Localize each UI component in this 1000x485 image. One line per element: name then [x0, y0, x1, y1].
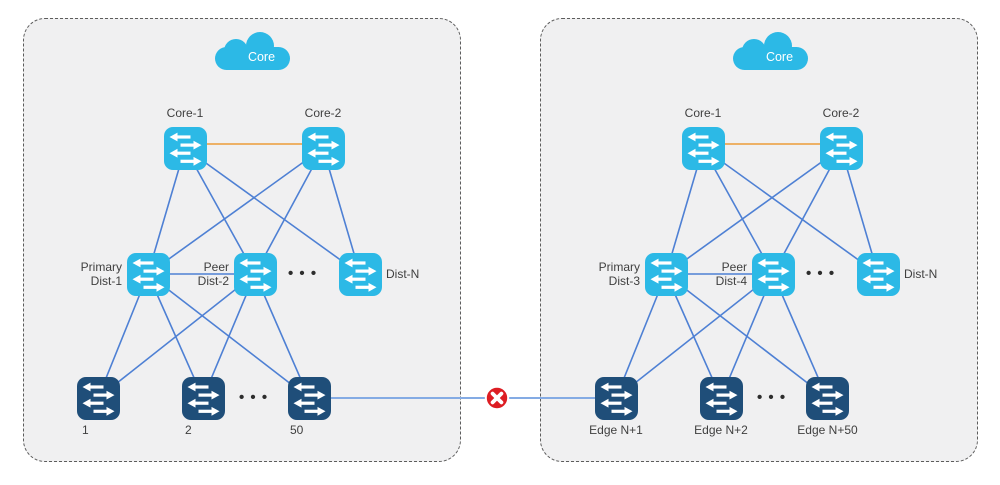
right-edge-n50-label: Edge N+50: [797, 423, 858, 437]
left-core-1-label: Core-1: [166, 106, 204, 120]
left-edge-2-switch-icon: [181, 376, 225, 420]
left-core-2-switch-icon: [301, 126, 345, 170]
left-primary-dist-label: Primary Dist-1: [80, 260, 122, 288]
left-peer-dist-switch-icon: [233, 252, 277, 296]
right-edge-n1-switch-icon: [594, 376, 638, 420]
left-core-1-switch-icon: [163, 126, 207, 170]
left-edge-2-label: 2: [185, 423, 192, 437]
right-core-2-switch-icon: [819, 126, 863, 170]
left-edge-1-label: 1: [82, 423, 89, 437]
left-core-cloud-label: Core: [247, 50, 276, 64]
right-peer-dist-label: Peer Dist-4: [715, 260, 747, 288]
right-core-1-label: Core-1: [684, 106, 722, 120]
left-dist-ellipsis: • • •: [288, 265, 318, 282]
right-dist-n-label: Dist-N: [904, 267, 938, 281]
left-peer-dist-label: Peer Dist-2: [197, 260, 229, 288]
left-edge-50-label: 50: [290, 423, 304, 437]
left-dist-n-label: Dist-N: [386, 267, 420, 281]
left-edge-ellipsis: • • •: [239, 389, 269, 406]
right-edge-n50-switch-icon: [805, 376, 849, 420]
right-edge-n1-label: Edge N+1: [589, 423, 643, 437]
left-core-2-label: Core-2: [304, 106, 342, 120]
failure-x-icon: [484, 385, 510, 411]
left-edge-50-switch-icon: [287, 376, 331, 420]
right-dist-ellipsis: • • •: [806, 265, 836, 282]
right-edge-ellipsis: • • •: [757, 389, 787, 406]
left-edge-1-switch-icon: [76, 376, 120, 420]
right-core-2-label: Core-2: [822, 106, 860, 120]
right-edge-n2-switch-icon: [699, 376, 743, 420]
left-dist-n-switch-icon: [338, 252, 382, 296]
right-edge-n2-label: Edge N+2: [694, 423, 748, 437]
right-core-1-switch-icon: [681, 126, 725, 170]
right-primary-dist-label: Primary Dist-3: [598, 260, 640, 288]
right-dist-n-switch-icon: [856, 252, 900, 296]
right-core-cloud-label: Core: [765, 50, 794, 64]
right-peer-dist-switch-icon: [751, 252, 795, 296]
